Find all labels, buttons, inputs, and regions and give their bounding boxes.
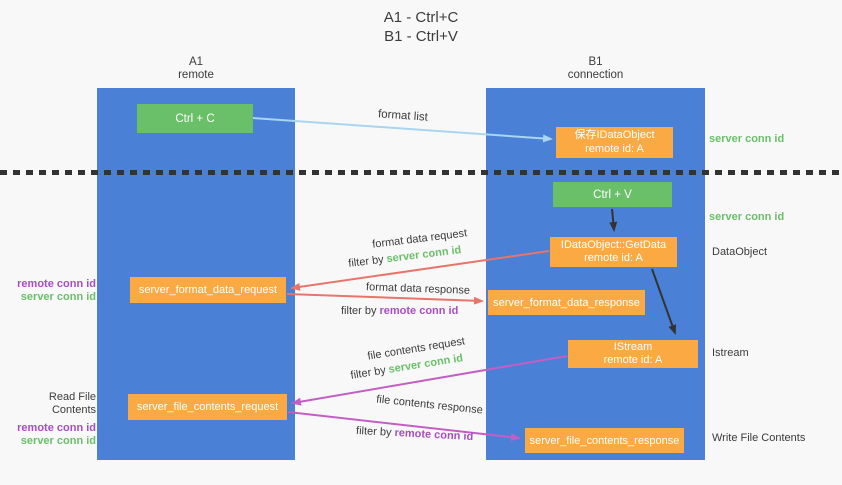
node-istream-line1: IStream: [613, 340, 653, 353]
node-getdata-line1: IDataObject::GetData: [560, 238, 667, 251]
side-labels-left-bottom: Read File Contents remote conn id server…: [2, 391, 96, 448]
title-line-2: B1 - Ctrl+V: [384, 28, 458, 45]
lane-a1-title: A1: [188, 56, 204, 68]
label-format-list: format list: [377, 108, 429, 124]
node-istream: IStream remote id: A: [568, 340, 698, 368]
node-file-request-label: server_file_contents_request: [136, 401, 279, 413]
remote-conn-id-label: remote conn id: [17, 278, 96, 290]
side-label-server-conn-id-mid: server conn id: [709, 211, 785, 223]
remote-conn-id-text: remote conn id: [379, 305, 459, 317]
node-save-line1: 保存IDataObject: [574, 129, 655, 141]
diagram-title: A1 - Ctrl+C B1 - Ctrl+V: [0, 8, 842, 46]
node-file-response-label: server_file_contents_response: [529, 434, 680, 447]
dashed-divider: [0, 170, 842, 175]
filter-by-text: filter by: [355, 424, 392, 439]
title-line-1: A1 - Ctrl+C: [383, 9, 459, 26]
node-ctrl-v: Ctrl + V: [553, 182, 672, 207]
lane-b1-subtitle: connection: [567, 69, 624, 81]
server-conn-id-label: server conn id: [20, 291, 96, 303]
filter-by-text: filter by: [349, 364, 387, 382]
node-server-file-contents-response: server_file_contents_response: [525, 428, 684, 453]
node-ctrl-c: Ctrl + C: [137, 104, 253, 133]
server-conn-id-label: server conn id: [20, 435, 96, 447]
node-idataobject-getdata: IDataObject::GetData remote id: A: [550, 237, 677, 267]
node-server-format-data-request: server_format_data_request: [130, 277, 286, 303]
node-save-idataobject: 保存IDataObject remote id: A: [556, 127, 673, 158]
node-getdata-line2: remote id: A: [584, 252, 643, 264]
lane-a1-subtitle: remote: [178, 69, 214, 81]
lane-header-a1: A1 remote: [97, 56, 295, 82]
node-format-response-label: server_format_data_response: [493, 296, 640, 309]
remote-conn-id-label: remote conn id: [17, 422, 96, 434]
side-label-istream: Istream: [712, 347, 749, 359]
read-file-contents-label: Read File Contents: [48, 391, 96, 416]
remote-conn-id-text: remote conn id: [394, 426, 474, 444]
side-label-dataobject: DataObject: [712, 246, 768, 258]
side-label-server-conn-id-top: server conn id: [709, 133, 785, 145]
label-format-data-response: format data response: [365, 281, 471, 297]
filter-by-text: filter by: [347, 253, 385, 270]
node-ctrl-v-label: Ctrl + V: [593, 188, 632, 201]
node-save-line2: remote id: A: [585, 142, 644, 155]
node-istream-line2: remote id: A: [603, 354, 663, 366]
lane-header-b1: B1 connection: [486, 56, 705, 82]
label-file-contents-response: file contents response: [375, 393, 484, 417]
lane-b1-title: B1: [588, 56, 603, 68]
node-server-format-data-response: server_format_data_response: [488, 290, 645, 315]
side-label-write-file-contents: Write File Contents: [712, 432, 806, 444]
side-labels-left-mid: remote conn id server conn id: [8, 278, 96, 304]
node-format-request-label: server_format_data_request: [138, 284, 278, 296]
filter-by-text: filter by: [341, 305, 377, 317]
node-server-file-contents-request: server_file_contents_request: [128, 394, 287, 420]
node-ctrl-c-label: Ctrl + C: [175, 112, 215, 125]
